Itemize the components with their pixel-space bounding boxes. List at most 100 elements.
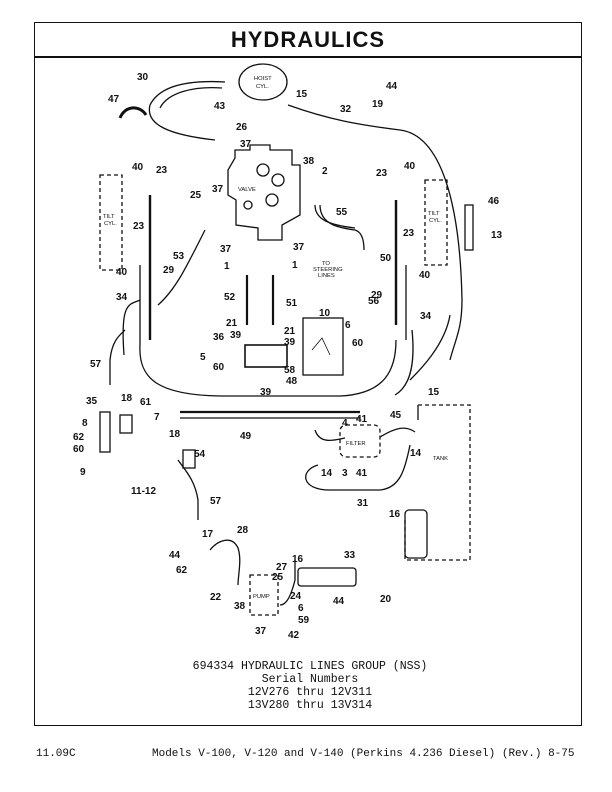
- svg-text:32: 32: [340, 104, 352, 115]
- svg-text:14: 14: [321, 468, 333, 479]
- svg-text:7: 7: [154, 412, 160, 423]
- valve-body: [227, 144, 301, 241]
- svg-text:38: 38: [234, 601, 246, 612]
- svg-text:26: 26: [236, 122, 248, 133]
- svg-text:CYL.: CYL.: [429, 218, 442, 224]
- svg-text:19: 19: [372, 99, 384, 110]
- svg-text:LINES: LINES: [318, 273, 335, 279]
- svg-text:39: 39: [230, 330, 242, 341]
- hose-30: [148, 80, 226, 141]
- caption-line-3: 12V276 thru 12V311: [247, 686, 373, 699]
- svg-text:46: 46: [488, 196, 500, 207]
- svg-text:25: 25: [272, 572, 284, 583]
- svg-text:41: 41: [356, 468, 368, 479]
- label-filter: FILTER: [346, 441, 366, 447]
- svg-text:8: 8: [82, 418, 88, 429]
- svg-text:44: 44: [386, 81, 398, 92]
- svg-text:40: 40: [132, 162, 144, 173]
- svg-text:34: 34: [420, 311, 432, 322]
- footer-model-info: Models V-100, V-120 and V-140 (Perkins 4…: [152, 748, 575, 760]
- label-tilt-cyl-right: TILT: [428, 211, 440, 217]
- return-line-32: [287, 104, 463, 361]
- hose-30-b: [159, 86, 223, 109]
- svg-text:40: 40: [116, 267, 128, 278]
- tilt-cyl-left: [99, 174, 123, 271]
- svg-text:37: 37: [220, 244, 232, 255]
- caption-line-2: Serial Numbers: [261, 673, 359, 686]
- component-labels: HOIST CYL. VALVE TILT CYL. TILT CYL. TO …: [103, 76, 448, 600]
- svg-text:39: 39: [260, 387, 272, 398]
- svg-text:13: 13: [491, 230, 503, 241]
- svg-text:34: 34: [116, 292, 128, 303]
- svg-text:36: 36: [213, 332, 225, 343]
- svg-text:1: 1: [292, 260, 298, 271]
- svg-text:29: 29: [371, 290, 383, 301]
- svg-text:50: 50: [380, 253, 392, 264]
- manifold-block: [244, 344, 288, 368]
- label-tilt-cyl-left: TILT: [103, 214, 115, 220]
- page-title: HYDRAULICS: [34, 22, 582, 58]
- svg-text:23: 23: [403, 228, 415, 239]
- svg-text:31: 31: [357, 498, 369, 509]
- svg-text:44: 44: [333, 596, 345, 607]
- svg-text:59: 59: [298, 615, 310, 626]
- caption-line-4: 13V280 thru 13V314: [247, 699, 373, 712]
- svg-text:23: 23: [376, 168, 388, 179]
- svg-text:35: 35: [86, 396, 98, 407]
- clamp-47: [118, 106, 148, 119]
- hoist-cylinder: [238, 63, 288, 101]
- label-steering: TO: [322, 261, 330, 267]
- svg-text:45: 45: [390, 410, 402, 421]
- svg-text:55: 55: [336, 207, 348, 218]
- page-frame: [34, 22, 582, 726]
- svg-text:53: 53: [173, 251, 185, 262]
- svg-text:37: 37: [240, 139, 252, 150]
- svg-text:40: 40: [404, 161, 416, 172]
- svg-text:15: 15: [428, 387, 440, 398]
- pump-body: [249, 574, 279, 616]
- svg-text:29: 29: [163, 265, 175, 276]
- svg-text:42: 42: [288, 630, 300, 641]
- svg-text:37: 37: [255, 626, 267, 637]
- svg-text:39: 39: [284, 337, 296, 348]
- svg-text:16: 16: [292, 554, 304, 565]
- svg-text:30: 30: [137, 72, 149, 83]
- svg-text:57: 57: [90, 359, 102, 370]
- svg-text:44: 44: [169, 550, 181, 561]
- svg-text:52: 52: [224, 292, 236, 303]
- svg-text:60: 60: [352, 338, 364, 349]
- svg-text:57: 57: [210, 496, 222, 507]
- svg-text:2: 2: [322, 166, 328, 177]
- svg-text:10: 10: [319, 308, 331, 319]
- svg-text:1: 1: [224, 261, 230, 272]
- svg-text:37: 37: [293, 242, 305, 253]
- svg-text:4: 4: [342, 418, 348, 429]
- label-hoist-cyl: HOIST: [254, 76, 272, 82]
- svg-text:24: 24: [290, 591, 302, 602]
- svg-text:23: 23: [133, 221, 145, 232]
- svg-text:27: 27: [276, 562, 288, 573]
- svg-text:60: 60: [73, 444, 85, 455]
- svg-text:20: 20: [380, 594, 392, 605]
- svg-text:9: 9: [80, 467, 86, 478]
- tilt-cyl-right: [424, 179, 448, 266]
- svg-text:14: 14: [410, 448, 422, 459]
- svg-text:3: 3: [342, 468, 348, 479]
- svg-text:STEERING: STEERING: [313, 267, 343, 273]
- label-valve: VALVE: [238, 187, 256, 193]
- svg-text:38: 38: [303, 156, 315, 167]
- filter-housing: [339, 424, 381, 458]
- svg-text:25: 25: [190, 190, 202, 201]
- svg-text:54: 54: [194, 449, 206, 460]
- svg-text:47: 47: [108, 94, 120, 105]
- svg-text:48: 48: [286, 376, 298, 387]
- svg-text:11-12: 11-12: [131, 486, 156, 497]
- svg-text:56: 56: [368, 296, 380, 307]
- svg-text:17: 17: [202, 529, 214, 540]
- label-tank: TANK: [433, 456, 448, 462]
- svg-text:6: 6: [298, 603, 304, 614]
- svg-text:5: 5: [200, 352, 206, 363]
- svg-text:62: 62: [176, 565, 188, 576]
- svg-text:41: 41: [356, 414, 368, 425]
